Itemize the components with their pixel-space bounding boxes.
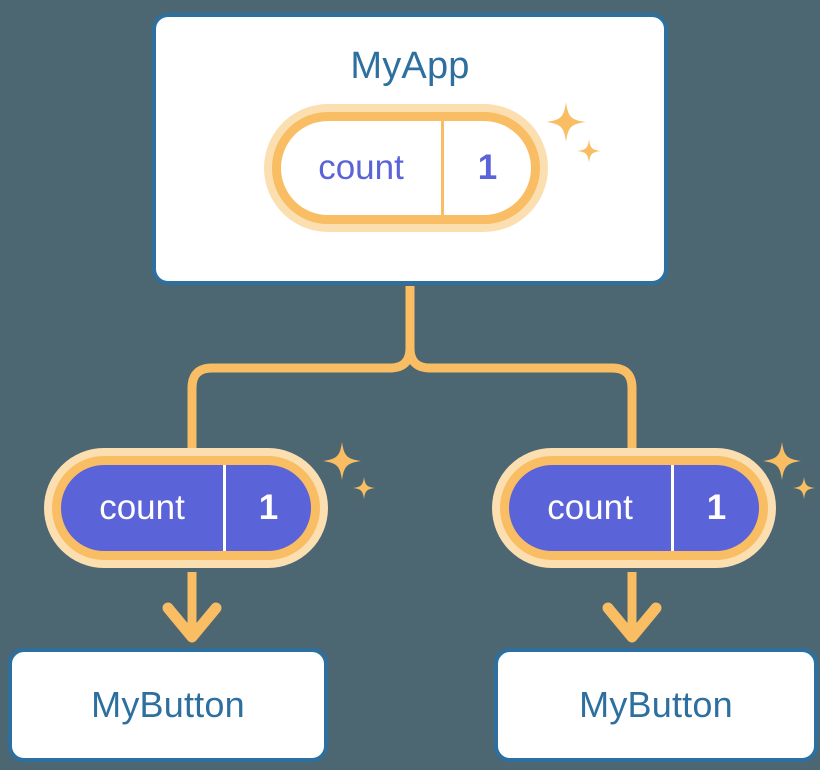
state-pill[interactable]: count 1 bbox=[52, 456, 320, 560]
state-pill[interactable]: count 1 bbox=[500, 456, 768, 560]
sparkles-icon bbox=[318, 440, 376, 506]
state-pill-key: count bbox=[547, 488, 633, 527]
state-pill-key: count bbox=[318, 148, 404, 187]
connector-branch-right bbox=[405, 347, 637, 452]
page-title: MyApp bbox=[350, 45, 470, 87]
state-pill-value: 1 bbox=[671, 465, 759, 551]
state-pill-value: 1 bbox=[441, 121, 531, 215]
component-card-mybutton-left[interactable]: MyButton bbox=[8, 648, 328, 762]
state-pill-value: 1 bbox=[223, 465, 311, 551]
connector-branch-left bbox=[187, 347, 415, 452]
component-card-mybutton-right[interactable]: MyButton bbox=[494, 648, 818, 762]
component-label: MyButton bbox=[579, 684, 733, 725]
arrow-right-head-icon bbox=[602, 602, 662, 643]
state-pill-key: count bbox=[99, 488, 185, 527]
state-pill-button-left[interactable]: count 1 bbox=[52, 456, 320, 560]
state-pill[interactable]: count 1 bbox=[272, 112, 540, 224]
state-pill-button-right[interactable]: count 1 bbox=[500, 456, 768, 560]
state-pill-myapp[interactable]: count 1 bbox=[272, 112, 540, 224]
arrow-left-head-icon bbox=[162, 602, 222, 643]
component-label: MyButton bbox=[91, 684, 245, 725]
